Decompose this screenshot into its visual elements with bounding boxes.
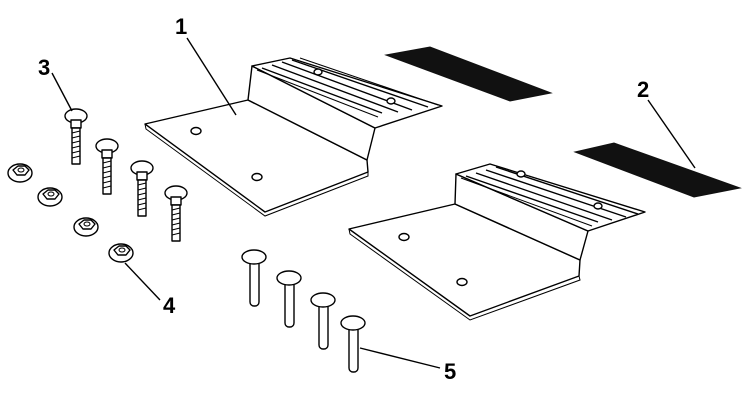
ramp-right: [349, 164, 645, 320]
leader-line-1: [187, 38, 236, 115]
flange-nut: [109, 244, 133, 262]
flange-nut: [8, 164, 32, 182]
flange-nut: [74, 218, 98, 236]
ramp-right-hole: [457, 279, 467, 286]
callout-5: 5: [444, 359, 456, 384]
ramp-left: [145, 58, 442, 216]
pin: [242, 250, 266, 306]
callout-4: 4: [163, 293, 176, 318]
flange-nut: [38, 188, 62, 206]
leader-line-5: [360, 348, 440, 368]
carriage-bolt: [131, 161, 153, 216]
callout-2: 2: [637, 77, 649, 102]
leader-line-4: [125, 263, 160, 300]
grip-tape-strip: [575, 143, 740, 197]
ramp-right-hole: [517, 171, 525, 177]
ramp-left-hole: [191, 128, 201, 135]
carriage-bolt: [96, 139, 118, 194]
pin: [341, 316, 365, 372]
pin: [311, 293, 335, 349]
ramp-left-hole: [387, 98, 395, 104]
ramp-right-hole: [399, 234, 409, 241]
pins: [242, 250, 365, 372]
pin: [277, 271, 301, 327]
callout-1: 1: [175, 14, 187, 39]
carriage-bolt: [65, 109, 87, 164]
carriage-bolt: [165, 186, 187, 241]
ramp-right-hole: [594, 203, 602, 209]
ramp-left-hole: [252, 174, 262, 181]
ramp-left-hole: [314, 69, 322, 75]
grip-tape-strip: [386, 47, 551, 101]
callout-3: 3: [38, 55, 50, 80]
nuts: [8, 164, 133, 262]
leader-line-3: [52, 73, 72, 111]
